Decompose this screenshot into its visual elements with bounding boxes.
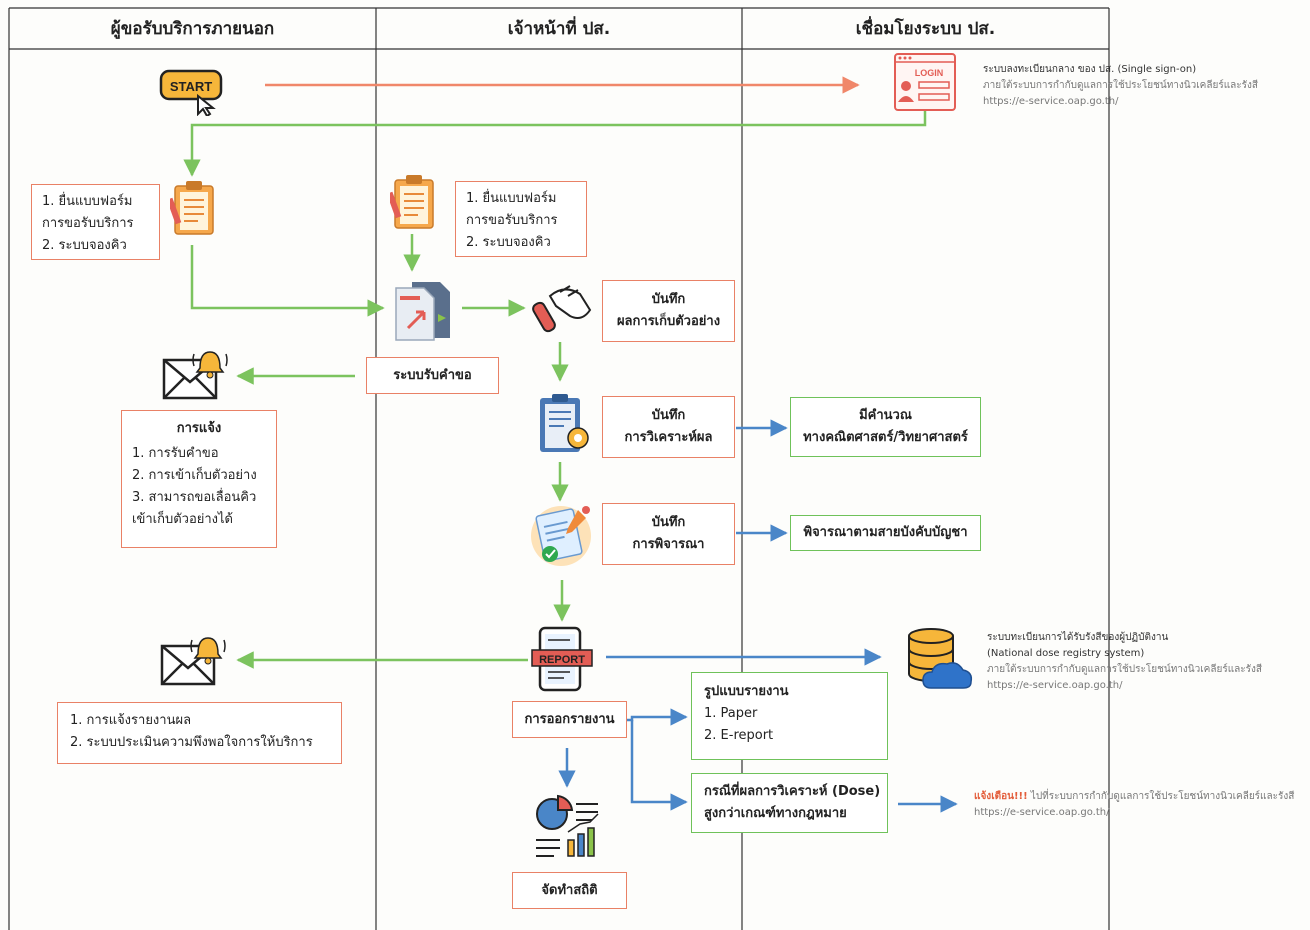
dose-note-title: ระบบทะเบียนการได้รับรังสีของผู้ปฏิบัติงา… bbox=[987, 632, 1169, 643]
arrow-form-to-document bbox=[190, 245, 385, 317]
warning-label: แจ้งเตือน!!! bbox=[974, 791, 1028, 802]
record-consideration-box: บันทึก การพิจารณา bbox=[602, 503, 735, 565]
report-issue-box: การออกรายงาน bbox=[512, 701, 627, 738]
arrow-issue-to-format bbox=[627, 708, 688, 726]
lane-title-staff: เจ้าหน้าที่ ปส. bbox=[507, 18, 611, 39]
lane-title-client: ผู้ขอรับบริการภายนอก bbox=[110, 18, 275, 39]
warning-note: แจ้งเตือน!!! ไปที่ระบบการกำกับดูแลการใช้… bbox=[974, 789, 1294, 821]
warning-text: ไปที่ระบบการกำกับดูแลการใช้ประโยชน์ทางนิ… bbox=[1027, 791, 1295, 802]
report-format-box: รูปแบบรายงาน 1. Paper 2. E-report bbox=[691, 672, 888, 760]
svg-text:REPORT: REPORT bbox=[539, 654, 585, 666]
dose-note-url[interactable]: https://e-service.oap.go.th/ bbox=[987, 680, 1123, 691]
result-notify-box: 1. การแจ้งรายงานผล 2. ระบบประเมินความพึง… bbox=[57, 702, 342, 764]
arrow-login-to-form bbox=[183, 110, 927, 177]
sso-note-line: ภายใต้ระบบการกำกับดูแลการใช้ประโยชน์ทางน… bbox=[983, 80, 1259, 91]
lane-title-system: เชื่อมโยงระบบ ปส. bbox=[855, 18, 996, 39]
report-format-title: รูปแบบรายงาน bbox=[704, 684, 789, 699]
swimlane-frame bbox=[8, 7, 1110, 930]
report-icon: REPORT bbox=[531, 626, 593, 692]
svg-text:START: START bbox=[170, 79, 212, 94]
sso-note-url[interactable]: https://e-service.oap.go.th/ bbox=[983, 96, 1119, 107]
clipboard-form-icon bbox=[170, 181, 214, 235]
statistics-chart-icon bbox=[536, 794, 599, 857]
document-transfer-icon bbox=[395, 282, 450, 341]
dose-exceed-box: กรณีที่ผลการวิเคราะห์ (Dose) สูงกว่าเกณฑ… bbox=[691, 773, 888, 833]
calculation-box: มีคำนวณ ทางคณิตศาสตร์/วิทยาศาสตร์ bbox=[790, 397, 981, 457]
request-system-box: ระบบรับคำขอ bbox=[366, 357, 499, 394]
client-submit-form-box: 1. ยื่นแบบฟอร์ม การขอรับบริการ 2. ระบบจอ… bbox=[31, 184, 160, 260]
mail-notification-icon bbox=[160, 637, 226, 686]
dose-note-subtitle: (National dose registry system) bbox=[987, 648, 1145, 659]
sso-note: ระบบลงทะเบียนกลาง ของ ปส. (Single sign-o… bbox=[983, 62, 1258, 110]
arrow-issue-to-dose bbox=[630, 720, 688, 811]
start-icon: START bbox=[159, 69, 223, 116]
svg-text:LOGIN: LOGIN bbox=[915, 68, 944, 78]
staff-submit-form-box: 1. ยื่นแบบฟอร์ม การขอรับบริการ 2. ระบบจอ… bbox=[455, 181, 587, 257]
sample-tube-hand-icon bbox=[532, 285, 592, 333]
statistics-box: จัดทำสถิติ bbox=[512, 872, 627, 909]
login-icon: LOGIN bbox=[894, 53, 956, 111]
dose-registry-note: ระบบทะเบียนการได้รับรังสีของผู้ปฏิบัติงา… bbox=[987, 630, 1262, 694]
mail-notification-icon bbox=[162, 351, 228, 400]
database-cloud-icon bbox=[908, 628, 973, 689]
record-sample-box: บันทึก ผลการเก็บตัวอย่าง bbox=[602, 280, 735, 342]
sso-note-title: ระบบลงทะเบียนกลาง ของ ปส. (Single sign-o… bbox=[983, 64, 1197, 75]
analysis-clipboard-icon bbox=[540, 394, 589, 452]
approval-document-icon bbox=[531, 506, 591, 566]
chain-of-command-box: พิจารณาตามสายบังคับบัญชา bbox=[790, 515, 981, 551]
clipboard-form-icon bbox=[390, 175, 434, 229]
notify-title: การแจ้ง bbox=[176, 421, 222, 436]
record-analysis-box: บันทึก การวิเคราะห์ผล bbox=[602, 396, 735, 458]
warning-url[interactable]: https://e-service.oap.go.th/ bbox=[974, 807, 1110, 818]
notify-box: การแจ้ง 1. การรับคำขอ 2. การเข้าเก็บตัวอ… bbox=[121, 410, 277, 548]
dose-note-line: ภายใต้ระบบการกำกับดูแลการใช้ประโยชน์ทางน… bbox=[987, 664, 1263, 675]
